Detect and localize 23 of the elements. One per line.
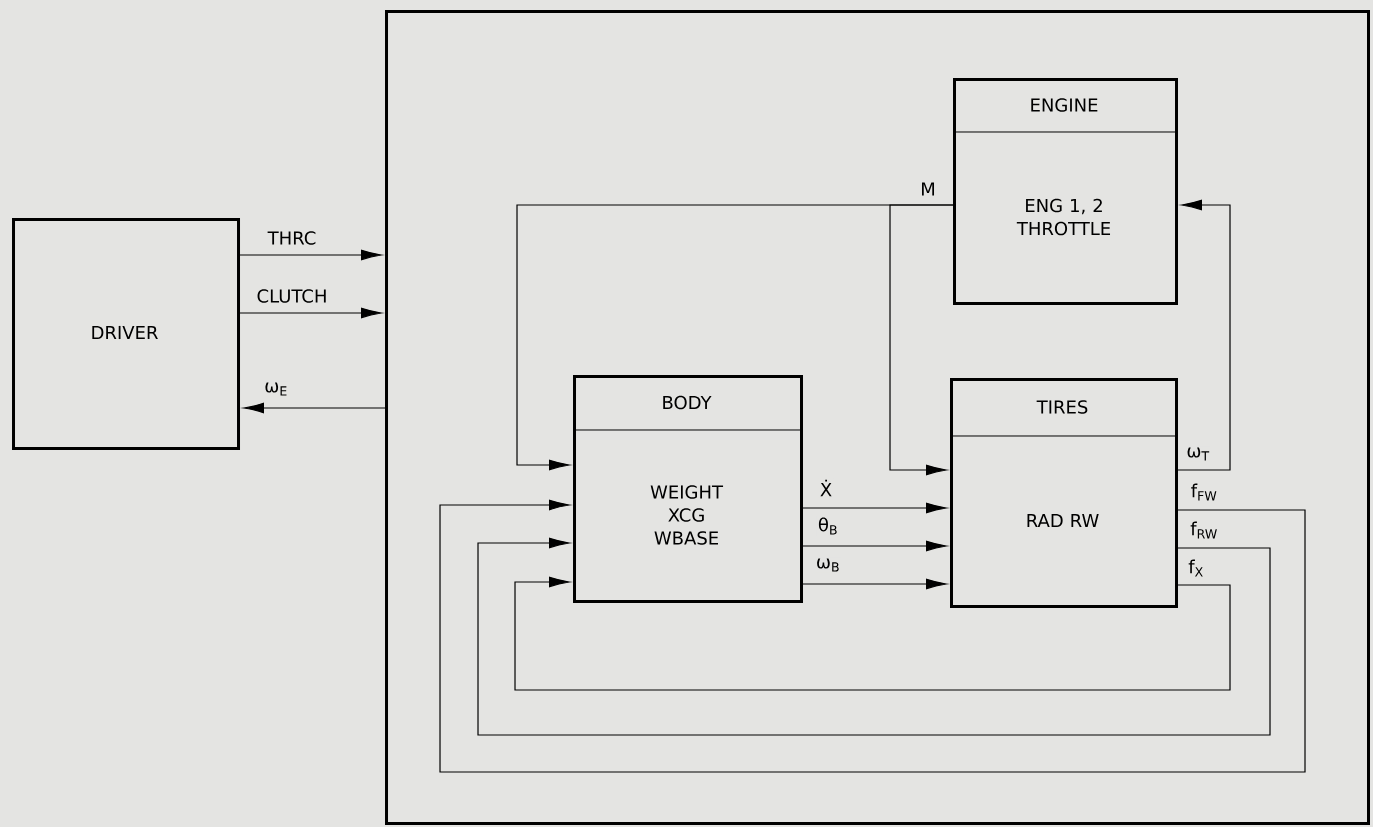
edge-label: θ$_{B}$ (816, 516, 840, 536)
edge-label: ω$_{B}$ (814, 557, 842, 573)
block-box: BODY WEIGHT XCG WBASE (572, 375, 803, 603)
arrow (477, 537, 1271, 736)
block-box: TIRES RAD RW (949, 378, 1178, 608)
edge-label: CLUTCH (255, 288, 329, 304)
arrow (1177, 199, 1231, 471)
block-box: DRIVER (12, 218, 240, 450)
edge-label: ω$_{E}$ (263, 381, 289, 397)
arrow (439, 499, 1306, 773)
arrow (889, 204, 954, 476)
arrow (802, 540, 947, 552)
arrow (239, 249, 382, 261)
arrow (802, 502, 947, 514)
arrow (243, 402, 386, 414)
arrow (802, 578, 947, 590)
edge-label: M (919, 181, 937, 197)
block-box: ENGINE ENG 1, 2 THROTTLE (952, 78, 1178, 305)
edge-label: ω$_{T}$ (1185, 446, 1211, 462)
edge-label: THRC (266, 230, 318, 246)
system-frame (385, 10, 1370, 825)
arrow (514, 576, 1231, 691)
arrow (239, 307, 382, 319)
